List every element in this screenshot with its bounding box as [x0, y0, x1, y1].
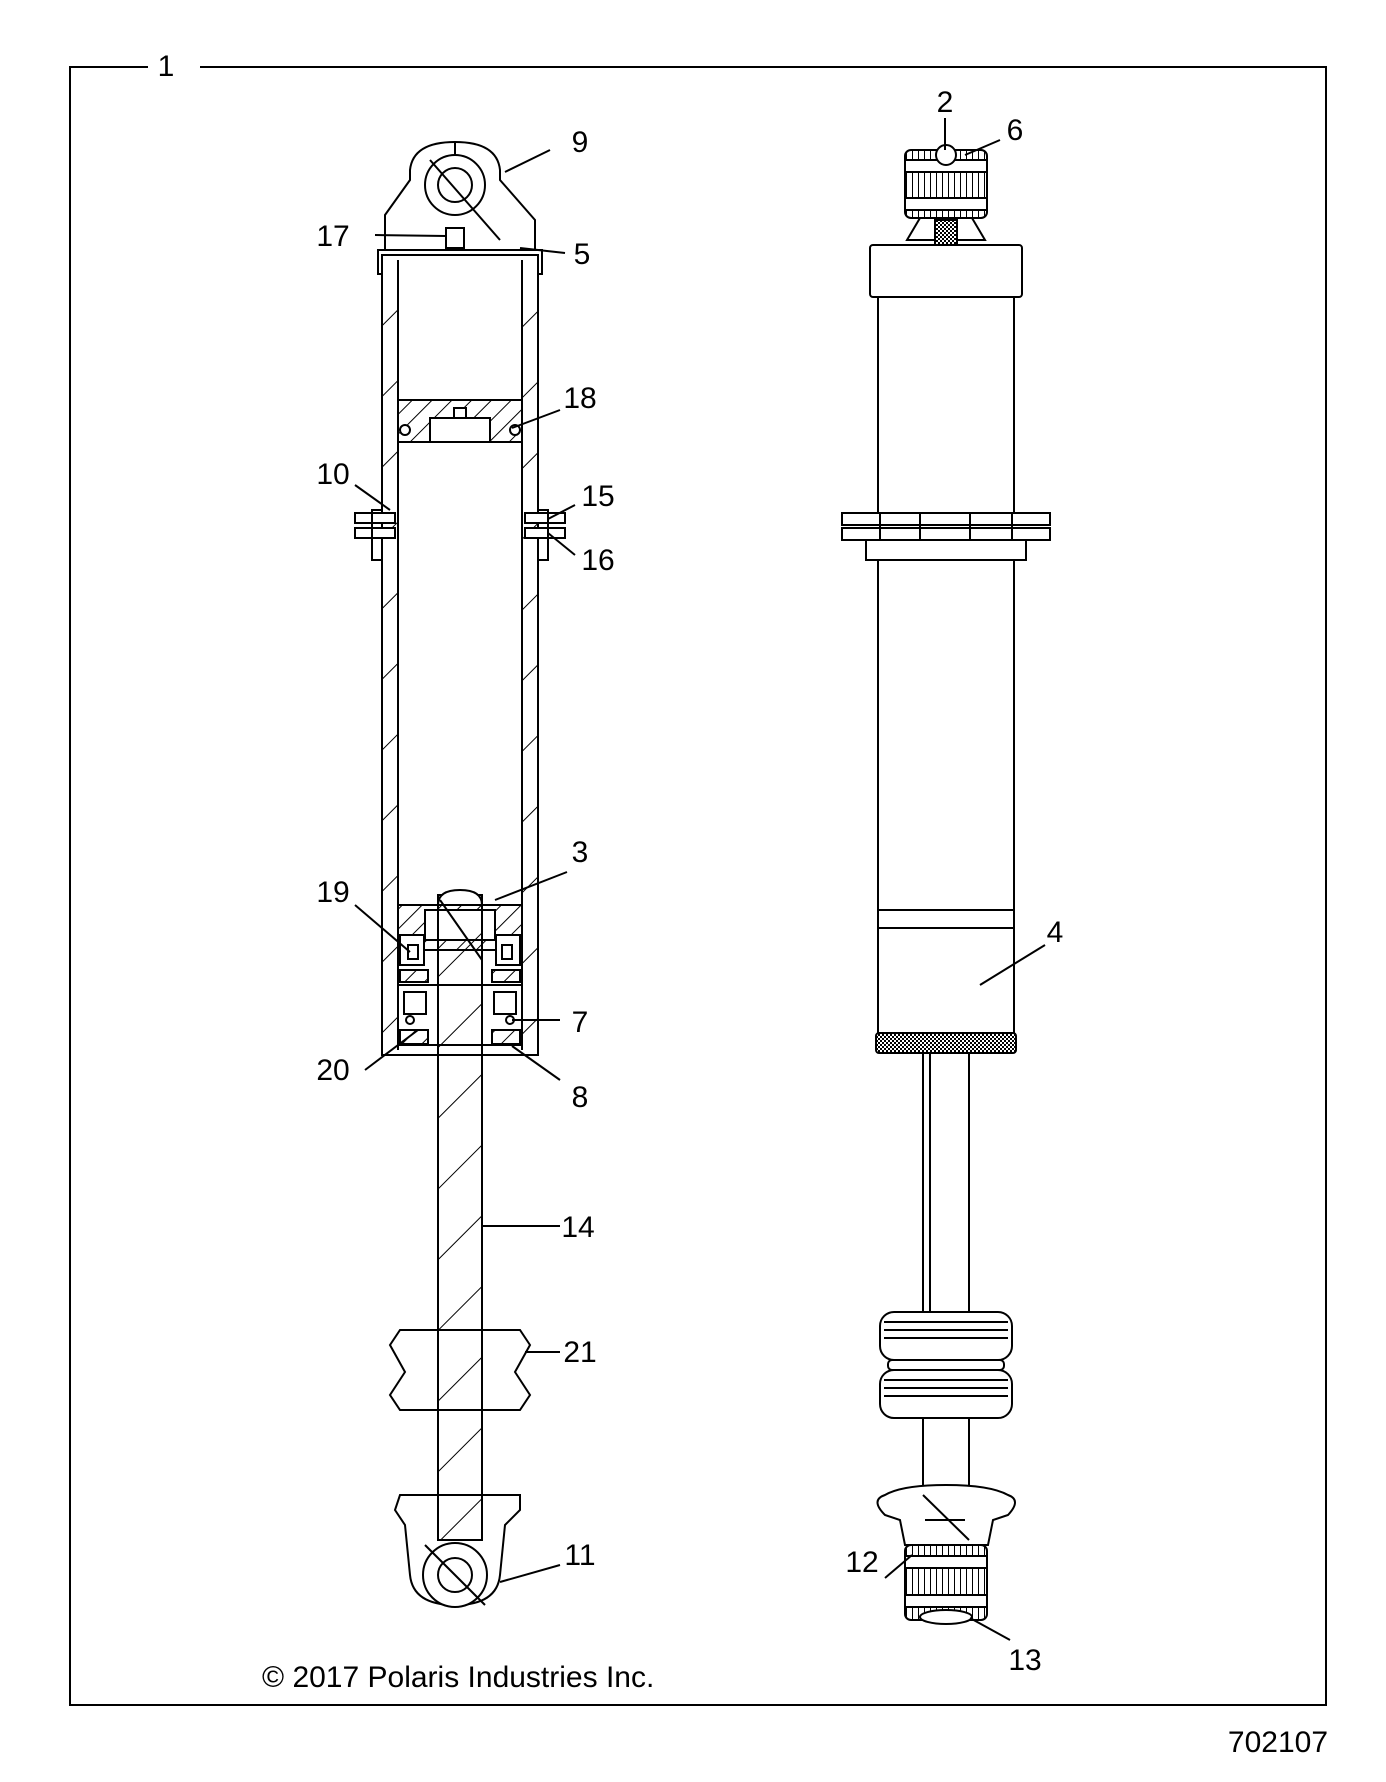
- callout-14: 14: [561, 1211, 594, 1244]
- exterior-spring-perch: [841, 512, 1051, 561]
- callout-16: 16: [581, 544, 614, 577]
- callout-9: 9: [572, 126, 589, 159]
- callout-18: 18: [563, 382, 596, 415]
- assembly-frame: [69, 66, 1327, 1706]
- callout-2: 2: [937, 86, 954, 119]
- shaft: [437, 894, 483, 1596]
- callout-10: 10: [316, 458, 349, 491]
- bottom-clevis: [876, 1483, 1016, 1546]
- exterior-bumper: [879, 1311, 1013, 1419]
- callout-3: 3: [572, 836, 589, 869]
- callout-13: 13: [1008, 1644, 1041, 1677]
- lower-body: [877, 559, 1015, 911]
- callout-20: 20: [316, 1054, 349, 1087]
- exterior-view: [841, 144, 1051, 1625]
- callout-4: 4: [1047, 916, 1064, 949]
- drawing-number: 702107: [1228, 1726, 1328, 1759]
- callout-labels: 2 3 4 5 6 7 8 9 10 11 12 13 14 15 16 17 …: [316, 86, 1063, 1677]
- callout-6: 6: [1007, 114, 1024, 147]
- callout-21: 21: [563, 1336, 596, 1369]
- callout-8: 8: [572, 1081, 589, 1114]
- top-cap: [869, 244, 1023, 298]
- upper-body: [877, 296, 1015, 516]
- air-valve: [445, 227, 465, 249]
- leader-lines: [354, 118, 1046, 1641]
- copyright-text: © 2017 Polaris Industries Inc.: [262, 1661, 654, 1694]
- callout-11: 11: [564, 1539, 595, 1572]
- callout-7: 7: [572, 1006, 589, 1039]
- callout-19: 19: [316, 876, 349, 909]
- section-view: [354, 140, 566, 1608]
- seal-head: [877, 909, 1015, 929]
- callout-12: 12: [845, 1546, 878, 1579]
- callout-15: 15: [581, 480, 614, 513]
- assembly-label: 1: [158, 50, 175, 83]
- callout-17: 17: [316, 220, 349, 253]
- callout-5: 5: [574, 238, 591, 271]
- spring-perch: [354, 509, 566, 561]
